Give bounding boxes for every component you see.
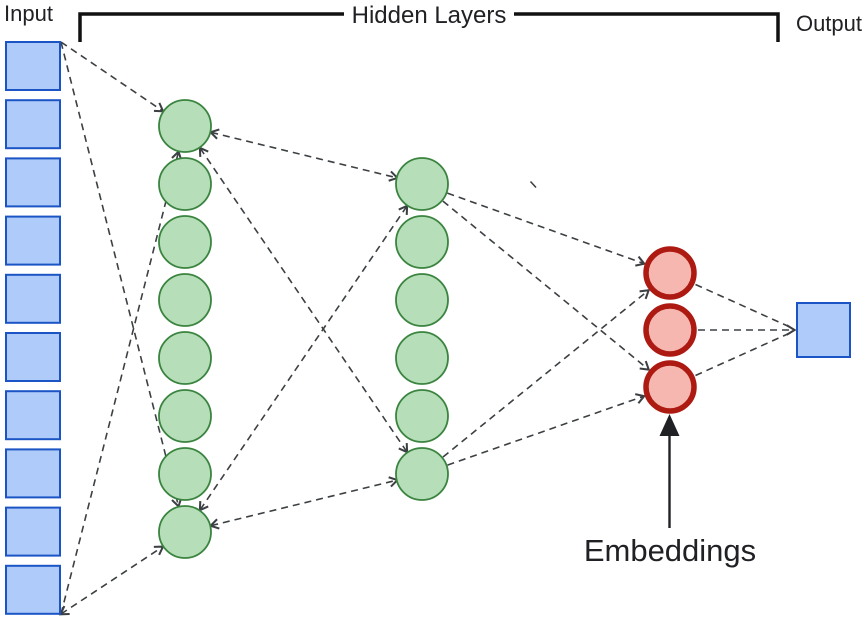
input-node xyxy=(5,99,61,150)
edge-input-top-to-h1-bottom xyxy=(60,41,183,509)
stray-mark xyxy=(529,180,537,189)
input-node xyxy=(5,564,61,615)
edge-h2-bottom-to-embed-bottom xyxy=(447,393,647,466)
hidden-layer-1 xyxy=(158,99,212,559)
edge-input-bottom-to-h1-top xyxy=(60,149,183,615)
input-node xyxy=(5,448,61,499)
embedding-node xyxy=(643,246,697,300)
output-label: Output xyxy=(796,11,862,36)
input-node xyxy=(5,332,61,382)
edge-embed-bottom-to-output xyxy=(695,331,792,377)
input-node xyxy=(5,41,61,91)
hidden1-node xyxy=(158,505,212,559)
hidden1-node xyxy=(158,331,212,385)
input-node xyxy=(5,157,61,208)
hidden1-node xyxy=(158,447,212,501)
hidden2-node xyxy=(395,273,449,327)
edge-h2-bottom-to-embed-top xyxy=(442,288,651,458)
input-node xyxy=(5,215,61,266)
connection-edges xyxy=(58,41,797,616)
hidden2-node xyxy=(395,157,449,211)
hidden2-node xyxy=(395,331,449,385)
output-layer xyxy=(796,302,851,358)
edge-h1-top-to-h2-bottom xyxy=(198,146,409,454)
hidden-layers-bracket: Hidden Layers xyxy=(78,0,780,42)
hidden-layers-label: Hidden Layers xyxy=(352,2,507,29)
edge-h2-top-to-embed-bottom xyxy=(442,200,651,371)
hidden1-node xyxy=(158,215,212,269)
hidden1-node xyxy=(158,273,212,327)
input-layer xyxy=(5,41,61,615)
edge-input-bottom-to-h1-bottom xyxy=(58,545,165,616)
input-node xyxy=(5,273,61,324)
hidden2-node xyxy=(395,215,449,269)
embedding-layer xyxy=(643,246,697,414)
embeddings-arrow-head xyxy=(659,414,680,436)
input-node xyxy=(5,390,61,441)
hidden2-node xyxy=(395,389,449,443)
embedding-node xyxy=(643,360,697,414)
embeddings-callout: Embeddings xyxy=(584,414,756,568)
input-label: Input xyxy=(4,1,53,26)
hidden-layer-2 xyxy=(395,157,449,501)
embedding-node xyxy=(643,303,697,357)
edge-input-top-to-h1-top xyxy=(60,41,165,113)
output-node xyxy=(796,302,851,358)
edge-h1-bottom-to-h2-bottom xyxy=(208,476,400,530)
edge-h1-bottom-to-h2-top xyxy=(198,204,409,512)
input-node xyxy=(5,506,61,557)
edge-embed-top-to-output xyxy=(695,283,792,329)
edge-h1-top-to-h2-top xyxy=(208,128,400,182)
hidden1-node xyxy=(158,389,212,443)
hidden1-node xyxy=(158,157,212,211)
edge-h2-top-to-embed-top xyxy=(447,192,647,267)
hidden2-node xyxy=(395,447,449,501)
embeddings-label: Embeddings xyxy=(584,533,756,568)
hidden1-node xyxy=(158,99,212,153)
